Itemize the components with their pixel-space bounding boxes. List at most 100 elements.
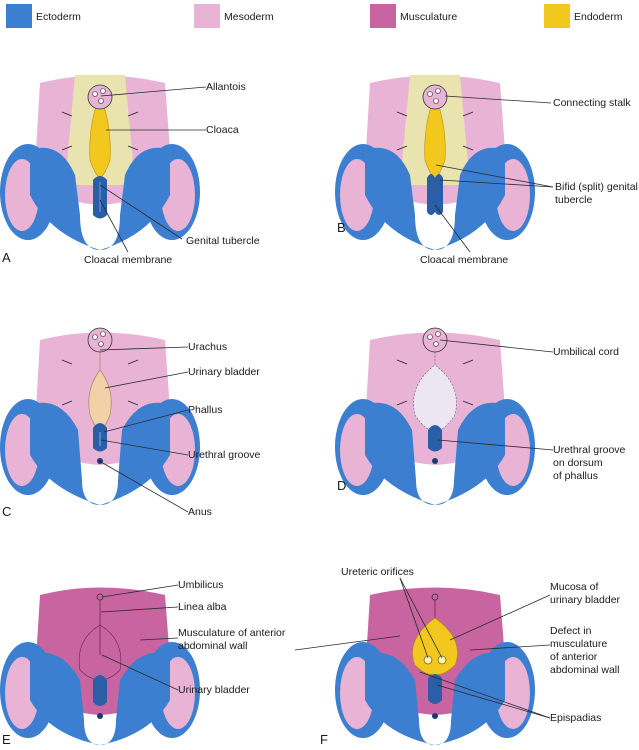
panel-b-tubercle-left [427,174,435,215]
legend-item-ectoderm: Ectoderm [6,4,81,28]
panel-c-leader [99,346,189,351]
panel-b-label-cloacal-membrane: Cloacal membrane [420,254,508,266]
panel-f-letter: F [320,732,328,747]
panel-a-label-cloacal-membrane: Cloacal membrane [84,254,172,266]
panel-d-cord-vessel [435,331,441,337]
panel-d-label-urethral-groove: Urethral groove [553,444,626,456]
legend-item-musculature: Musculature [370,4,457,28]
panel-b-label-connecting-stalk: Connecting stalk [553,97,631,109]
panel-b-stalk-vessel [435,88,441,94]
panel-e: Umbilicus Linea alba Musculature of ante… [0,579,286,747]
panel-b-tubercle-right [435,174,443,215]
legend-swatch-endoderm [544,4,570,28]
panel-f-label-mucosa-of: Mucosa of [550,581,599,593]
legend-label-endoderm: Endoderm [574,11,623,23]
panel-d-cord-vessel [427,334,433,340]
panel-f-label-defect-in: Defect in [550,625,592,637]
panel-e-phallus [93,675,107,706]
panel-f-leader [449,594,551,641]
panel-e-label-linea-alba: Linea alba [178,601,227,613]
legend-label-ectoderm: Ectoderm [36,11,81,23]
panel-a-stalk-vessel [98,98,104,104]
panel-c-stalk-vessel [92,334,98,340]
panel-d-bladder-membrane [413,345,457,433]
panel-f-ureteric-orifice [437,655,447,665]
panel-e-label-abdominal-wall: abdominal wall [178,640,247,652]
panel-f-epispadias-phallus [428,674,442,704]
panel-f-ureteric-orifice [423,655,433,665]
panel-c-leader [104,371,189,389]
panel-d-letter: D [337,478,346,493]
panel-c-ectoderm [30,402,170,505]
panel-d-arrow [396,400,408,406]
panel-a-label-allantois: Allantois [206,81,246,93]
panel-f-label-ureteric-orifices: Ureteric orifices [341,566,414,578]
panel-a-stalk-vessel [92,91,98,97]
panel-d-leader [437,439,554,451]
panel-a-label-cloaca: Cloaca [206,124,239,136]
panel-f-leader [399,577,443,659]
panel-c-umbilicus [87,327,113,353]
panel-b-letter: B [337,220,346,235]
panel-f-leader [419,671,551,719]
panel-a-leader [99,199,129,253]
legend-swatch-ectoderm [6,4,32,28]
panel-d-arrow [462,400,474,406]
panel-f-leader [294,635,401,651]
legend: Ectoderm Mesoderm Musculature Endoderm [6,4,623,28]
panel-f-anus [432,713,438,719]
panel-d: Umbilical cord Urethral groove on dorsum… [335,327,626,505]
panel-d-phallus [428,425,442,452]
legend-swatch-mesoderm [194,4,220,28]
panel-e-label-umbilicus: Umbilicus [178,579,224,591]
panel-c-arrow [61,400,73,406]
panel-b-arrow [462,111,474,117]
panel-e-label-musculature: Musculature of anterior [178,627,286,639]
panel-a-arrow [127,111,139,117]
panel-c-leader [100,461,189,513]
panel-e-ectoderm [30,652,170,745]
panel-e-leader [139,637,179,641]
panel-c-label-urachus: Urachus [188,341,227,353]
panel-d-leader [439,339,554,353]
panel-a-leader [100,86,207,97]
panel-c-arrow [127,400,139,406]
panel-a: Allantois Cloaca Genital tubercle Cloaca… [0,75,260,266]
panel-c-label-phallus: Phallus [188,404,222,416]
legend-label-musculature: Musculature [400,11,457,23]
panel-e-leader [101,584,179,598]
panel-b-ectoderm [365,147,505,250]
panel-f-label-abdominal-wall: abdominal wall [550,664,619,676]
panel-c-letter: C [2,504,11,519]
panel-b-arrow [396,145,408,151]
panel-c-arrow [127,359,139,365]
panel-c-stalk-vessel [100,331,106,337]
panel-b-connecting-stalk [422,84,448,110]
panel-c-leader [100,439,189,456]
panel-b-label-bifid-genital: Bifid (split) genital [555,181,638,193]
legend-item-mesoderm: Mesoderm [194,4,274,28]
panel-f-label-of-anterior: of anterior [550,651,598,663]
panel-f-umbilicus [431,593,439,601]
panel-c-arrow [61,359,73,365]
panel-e-leader [100,606,179,613]
panel-f: Ureteric orifices Mucosa of urinary blad… [294,566,621,747]
panel-a-letter: A [2,250,11,265]
legend-swatch-musculature [370,4,396,28]
panel-a-arrow [61,111,73,117]
panel-f-leader [399,577,429,659]
panel-a-allantois-stalk [87,84,113,110]
panel-b-label-tubercle: tubercle [555,194,593,206]
panel-b-arrow [396,111,408,117]
panel-e-leader [101,654,179,691]
panel-b-leader [435,164,554,188]
panel-a-label-genital-tubercle: Genital tubercle [186,235,260,247]
panel-a-leader [99,184,183,240]
legend-label-mesoderm: Mesoderm [224,11,274,23]
panel-c-anus [97,458,103,464]
panel-a-ectoderm [30,147,170,250]
panel-d-arrow [462,359,474,365]
panel-e-label-urinary-bladder: Urinary bladder [178,684,250,696]
panel-d-label-on-dorsum: on dorsum [553,457,603,469]
